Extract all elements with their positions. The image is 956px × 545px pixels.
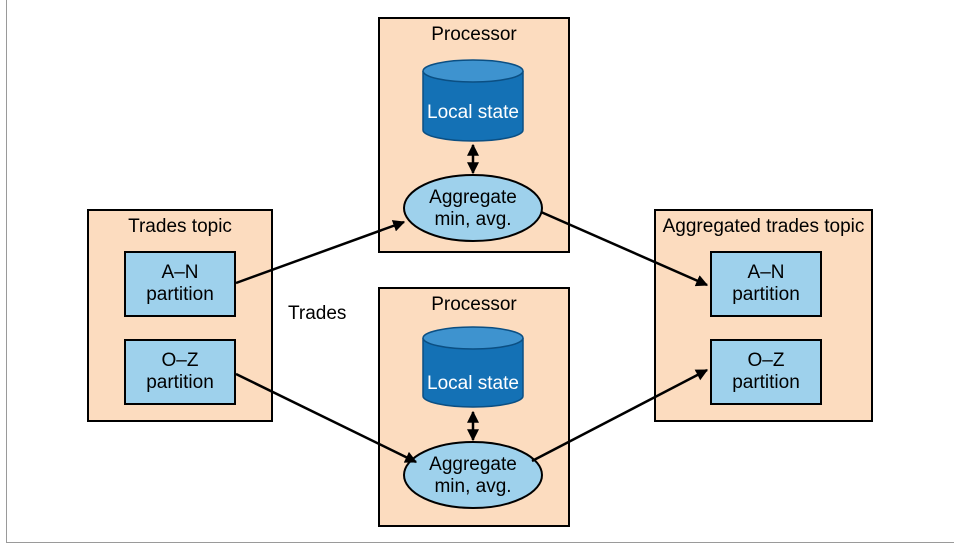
partition-name: A–N: [747, 262, 785, 283]
flow-arrow-top-aggregate-to-an: [540, 210, 709, 287]
processor-bottom-title: Processor: [431, 294, 517, 315]
flow-arrow-bottom-aggregate-to-oz: [531, 368, 709, 463]
aggregate-top-line2: min, avg.: [434, 209, 511, 230]
aggregate-bottom-line2: min, avg.: [434, 476, 511, 497]
partition-label: partition: [732, 372, 800, 393]
processor-top-title: Processor: [431, 24, 517, 45]
partition-name: O–Z: [161, 350, 199, 371]
trades-partition-a-n: A–N partition: [124, 251, 236, 317]
local-state-bottom-label: Local state: [427, 373, 519, 394]
flow-arrow-an-to-top-aggregate: [235, 220, 406, 285]
flow-arrow-oz-to-bottom-aggregate: [235, 372, 418, 464]
partition-name: A–N: [161, 262, 199, 283]
aggregate-top-ellipse: Aggregate min, avg.: [403, 174, 543, 242]
aggregate-bottom-line1: Aggregate: [429, 454, 517, 475]
aggregated-partition-a-n: A–N partition: [710, 251, 822, 317]
diagram-frame: [6, 0, 954, 543]
trades-topic-panel: Trades topic A–N partition O–Z partition: [87, 209, 273, 422]
local-state-top-cylinder: Local state: [422, 59, 524, 142]
local-state-top-label: Local state: [427, 102, 519, 123]
aggregate-bottom-ellipse: Aggregate min, avg.: [403, 441, 543, 509]
trades-topic-title: Trades topic: [128, 216, 232, 237]
partition-label: partition: [146, 372, 214, 393]
partition-label: partition: [732, 284, 800, 305]
partition-label: partition: [146, 284, 214, 305]
aggregate-top-line1: Aggregate: [429, 187, 517, 208]
local-state-bottom-cylinder: Local state: [422, 326, 524, 408]
aggregated-topic-title: Aggregated trades topic: [662, 216, 865, 237]
partition-name: O–Z: [747, 350, 785, 371]
aggregated-partition-o-z: O–Z partition: [710, 339, 822, 405]
trades-partition-o-z: O–Z partition: [124, 339, 236, 405]
aggregated-topic-panel: Aggregated trades topic A–N partition O–…: [654, 209, 873, 422]
trades-flow-label: Trades: [288, 303, 347, 324]
